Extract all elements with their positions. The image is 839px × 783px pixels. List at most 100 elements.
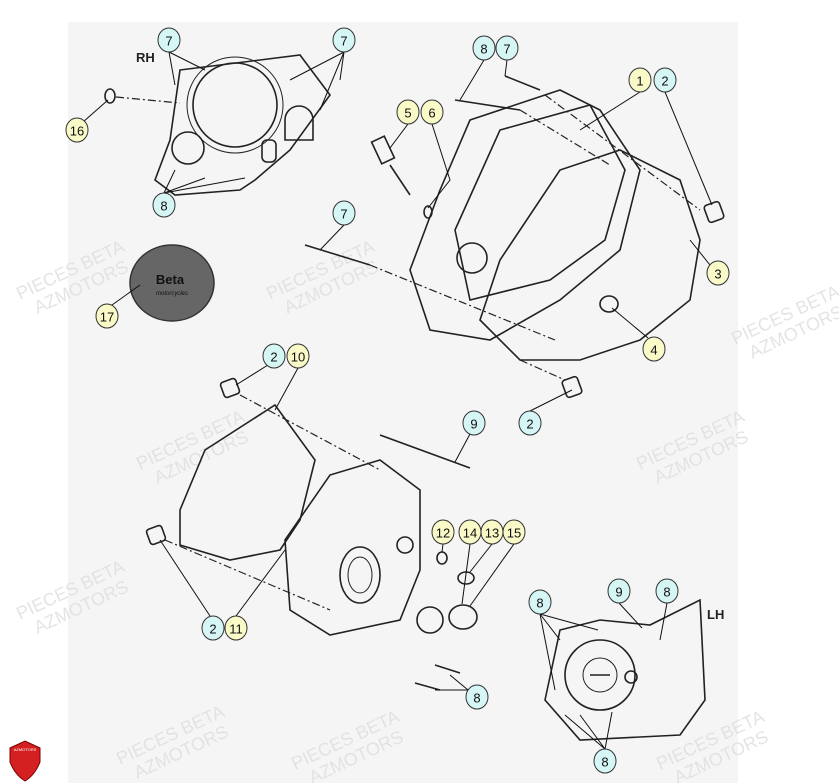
callout-circle <box>462 410 486 436</box>
callout-number: 8 <box>601 755 608 770</box>
callout-part-8[interactable]: 8 <box>655 578 679 604</box>
callout-part-13[interactable]: 13 <box>480 519 504 545</box>
callout-number: 8 <box>160 199 167 214</box>
callout-part-8[interactable]: 8 <box>593 748 617 774</box>
callout-number: 9 <box>615 585 622 600</box>
callout-circle <box>152 192 176 218</box>
callout-number: 16 <box>70 124 84 139</box>
callout-part-14[interactable]: 14 <box>458 519 482 545</box>
callout-part-2[interactable]: 2 <box>262 343 286 369</box>
callout-number: 7 <box>340 34 347 49</box>
clutch-cover <box>304 75 725 399</box>
callout-circle <box>201 615 225 641</box>
callout-number: 8 <box>480 42 487 57</box>
callout-number: 13 <box>485 526 499 541</box>
callout-number: 1 <box>636 74 643 89</box>
callout-number: 11 <box>229 622 243 637</box>
callout-circle <box>628 67 652 93</box>
callout-part-7[interactable]: 7 <box>157 27 181 53</box>
callout-part-11[interactable]: 11 <box>224 615 248 641</box>
callout-part-2[interactable]: 2 <box>201 615 225 641</box>
logo-text: AZMOTORS <box>14 747 37 752</box>
callout-number: 10 <box>291 350 305 365</box>
rh-label: RH <box>136 50 155 65</box>
callout-number: 15 <box>507 526 521 541</box>
callout-part-2[interactable]: 2 <box>518 410 542 436</box>
callout-part-9[interactable]: 9 <box>462 410 486 436</box>
callout-circle <box>332 200 356 226</box>
beta-badge: Beta motorcycles <box>129 244 215 322</box>
callout-circle <box>262 343 286 369</box>
callout-circle <box>706 260 730 286</box>
callout-circle <box>224 615 248 641</box>
callout-part-10[interactable]: 10 <box>286 343 310 369</box>
azmotors-logo: AZMOTORS <box>9 740 41 782</box>
callout-number: 2 <box>209 622 216 637</box>
callout-part-1[interactable]: 1 <box>628 67 652 93</box>
callout-number: 2 <box>661 74 668 89</box>
callout-part-5[interactable]: 5 <box>396 99 420 125</box>
callout-circle <box>65 117 89 143</box>
callout-number: 4 <box>650 343 657 358</box>
callout-number: 2 <box>270 350 277 365</box>
rh-cover-inset: RH <box>104 50 331 196</box>
callout-circle <box>528 589 552 615</box>
callout-circle <box>396 99 420 125</box>
callout-number: 7 <box>340 207 347 222</box>
callout-circle <box>593 748 617 774</box>
callout-part-17[interactable]: 17 <box>95 303 119 329</box>
callout-circle <box>518 410 542 436</box>
callout-part-7[interactable]: 7 <box>332 200 356 226</box>
callout-part-8[interactable]: 8 <box>528 589 552 615</box>
callout-part-6[interactable]: 6 <box>420 99 444 125</box>
callout-part-8[interactable]: 8 <box>152 192 176 218</box>
lh-cover-inset: LH <box>544 598 724 741</box>
callout-number: 12 <box>436 526 450 541</box>
lh-label: LH <box>707 607 724 622</box>
callout-circle <box>472 35 496 61</box>
callout-number: 8 <box>473 691 480 706</box>
callout-number: 7 <box>503 42 510 57</box>
callout-circle <box>495 35 519 61</box>
callout-number: 8 <box>536 596 543 611</box>
callout-number: 9 <box>470 417 477 432</box>
callout-circle <box>607 578 631 604</box>
callout-part-12[interactable]: 12 <box>431 519 455 545</box>
callout-number: 7 <box>165 34 172 49</box>
callout-number: 3 <box>714 267 721 282</box>
callout-part-15[interactable]: 15 <box>502 519 526 545</box>
callout-part-3[interactable]: 3 <box>706 260 730 286</box>
badge-brand: Beta <box>156 272 185 287</box>
callout-part-9[interactable]: 9 <box>607 578 631 604</box>
callout-circle <box>465 684 489 710</box>
callout-circle <box>420 99 444 125</box>
callout-circle <box>332 27 356 53</box>
callout-number: 6 <box>428 106 435 121</box>
leader-lines <box>82 51 713 750</box>
generator-cover <box>145 377 478 691</box>
diagram-background <box>68 22 738 783</box>
callout-part-8[interactable]: 8 <box>472 35 496 61</box>
callout-circle <box>95 303 119 329</box>
badge-sub: motorcycles <box>156 291 188 297</box>
callout-number: 5 <box>404 106 411 121</box>
callout-part-7[interactable]: 7 <box>495 35 519 61</box>
callout-part-16[interactable]: 16 <box>65 117 89 143</box>
callout-part-2[interactable]: 2 <box>653 67 677 93</box>
callout-number: 14 <box>463 526 477 541</box>
callout-number: 2 <box>526 417 533 432</box>
callout-circle <box>642 336 666 362</box>
callout-part-4[interactable]: 4 <box>642 336 666 362</box>
callout-circle <box>502 519 526 545</box>
callout-circle <box>653 67 677 93</box>
callout-circle <box>431 519 455 545</box>
callout-part-7[interactable]: 7 <box>332 27 356 53</box>
callout-circle <box>655 578 679 604</box>
callout-circle <box>286 343 310 369</box>
callout-part-8[interactable]: 8 <box>465 684 489 710</box>
callout-number: 17 <box>100 310 114 325</box>
callout-circle <box>157 27 181 53</box>
callout-number: 8 <box>663 585 670 600</box>
